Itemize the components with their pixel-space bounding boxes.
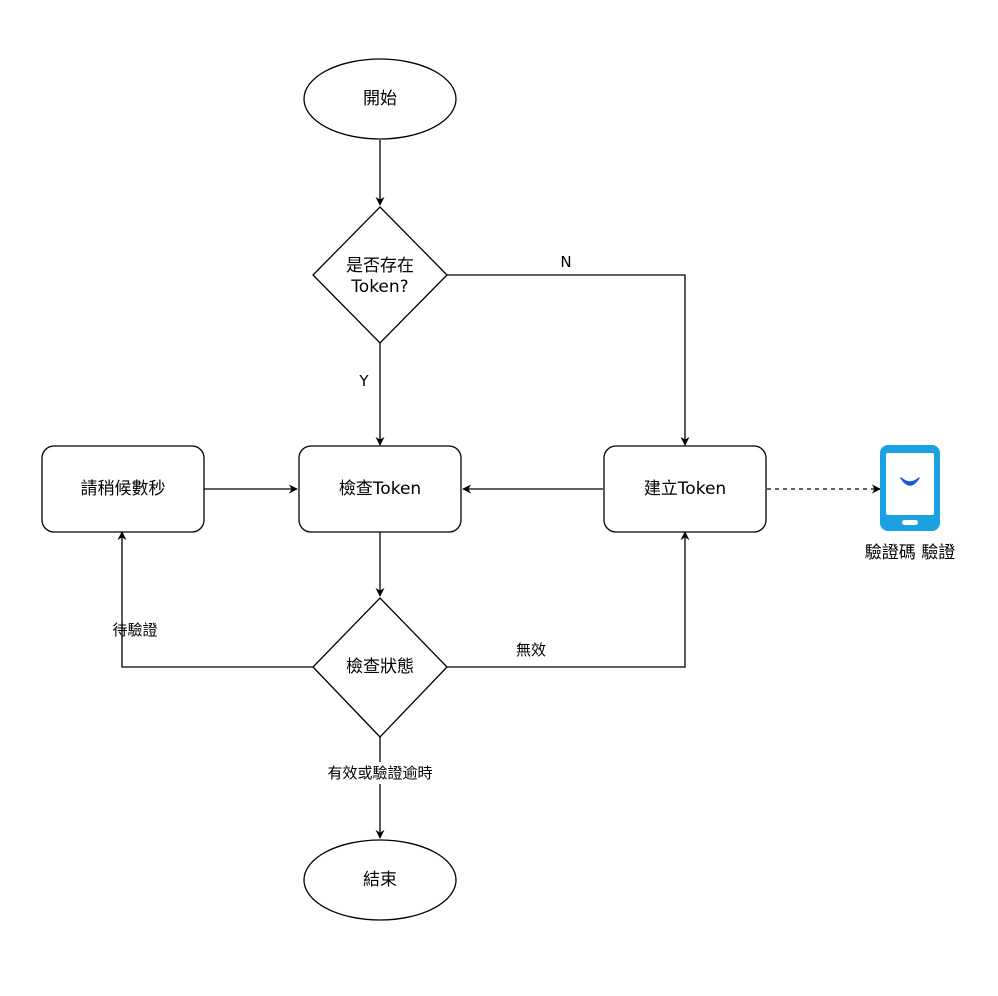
edge-label-no: N (560, 253, 571, 271)
wait-label: 請稍候數秒 (81, 479, 166, 499)
create-token-label: 建立Token (644, 479, 726, 499)
edge-label-valid-or-timeout: 有效或驗證逾時 (327, 764, 432, 782)
check-token-label: 檢查Token (339, 479, 421, 499)
end-label: 結束 (363, 870, 397, 890)
token-exists-label-line1: 是否存在 (346, 256, 414, 276)
node-wait: 請稍候數秒 (41, 445, 205, 533)
phone-label: 驗證碼 驗證 (865, 543, 955, 563)
node-create-token: 建立Token (603, 445, 767, 533)
node-check-status: 檢查狀態 (312, 597, 448, 738)
node-start: 開始 (303, 58, 457, 140)
smartphone-icon (880, 445, 940, 531)
node-token-exists: 是否存在 Token? (312, 206, 448, 344)
edge-label-yes: Y (358, 372, 369, 390)
check-status-label: 檢查狀態 (346, 657, 414, 677)
edge-label-bg (314, 762, 446, 784)
token-exists-label-line2: Token? (350, 277, 408, 297)
edge-status-invalid (447, 531, 690, 668)
edge-label-invalid: 無效 (516, 641, 546, 659)
edge-exists-no (447, 274, 690, 446)
node-check-token: 檢查Token (298, 445, 462, 533)
node-end: 結束 (303, 839, 457, 921)
edge-label-pending: 待驗證 (112, 621, 157, 639)
edges (117, 140, 881, 839)
edge-status-pending (117, 531, 313, 668)
start-label: 開始 (363, 89, 397, 109)
